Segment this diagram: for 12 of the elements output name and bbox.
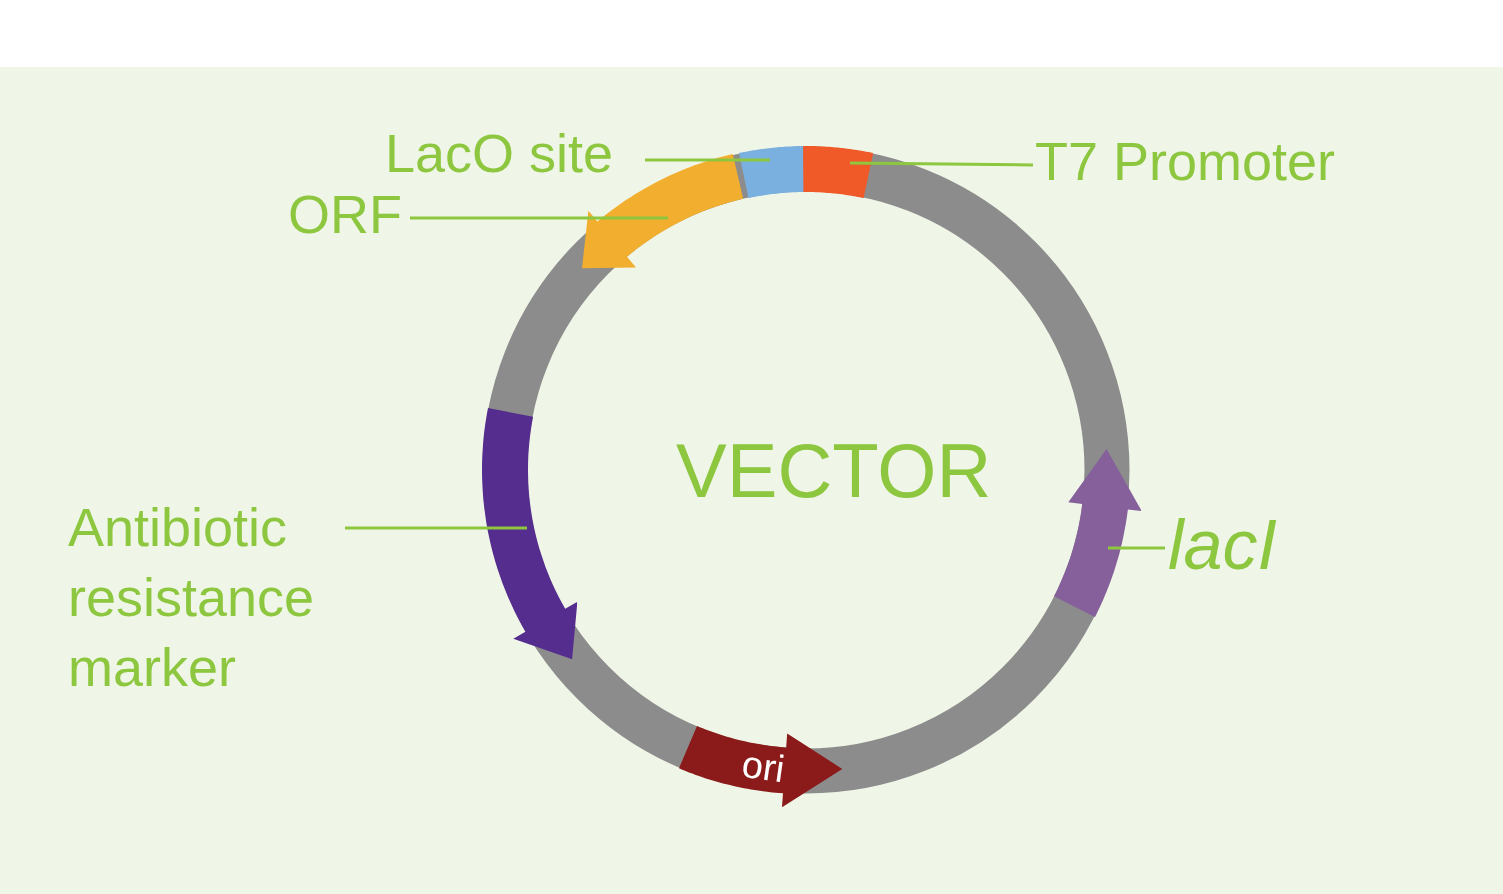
leader-line: [645, 158, 770, 162]
leader-line: [345, 526, 527, 530]
center-title: VECTOR: [676, 428, 992, 514]
part-label: Antibiotic resistance marker: [68, 492, 358, 702]
leader-line: [1108, 546, 1165, 550]
part-label: T7 Promoter: [1035, 130, 1336, 192]
leader-line: [410, 216, 668, 220]
leader-line: [850, 161, 1033, 167]
part-label: lacI: [1168, 505, 1277, 585]
part-label: LacO site: [385, 122, 614, 184]
part-label: ORF: [288, 183, 402, 245]
segment-label: ori: [739, 742, 788, 791]
